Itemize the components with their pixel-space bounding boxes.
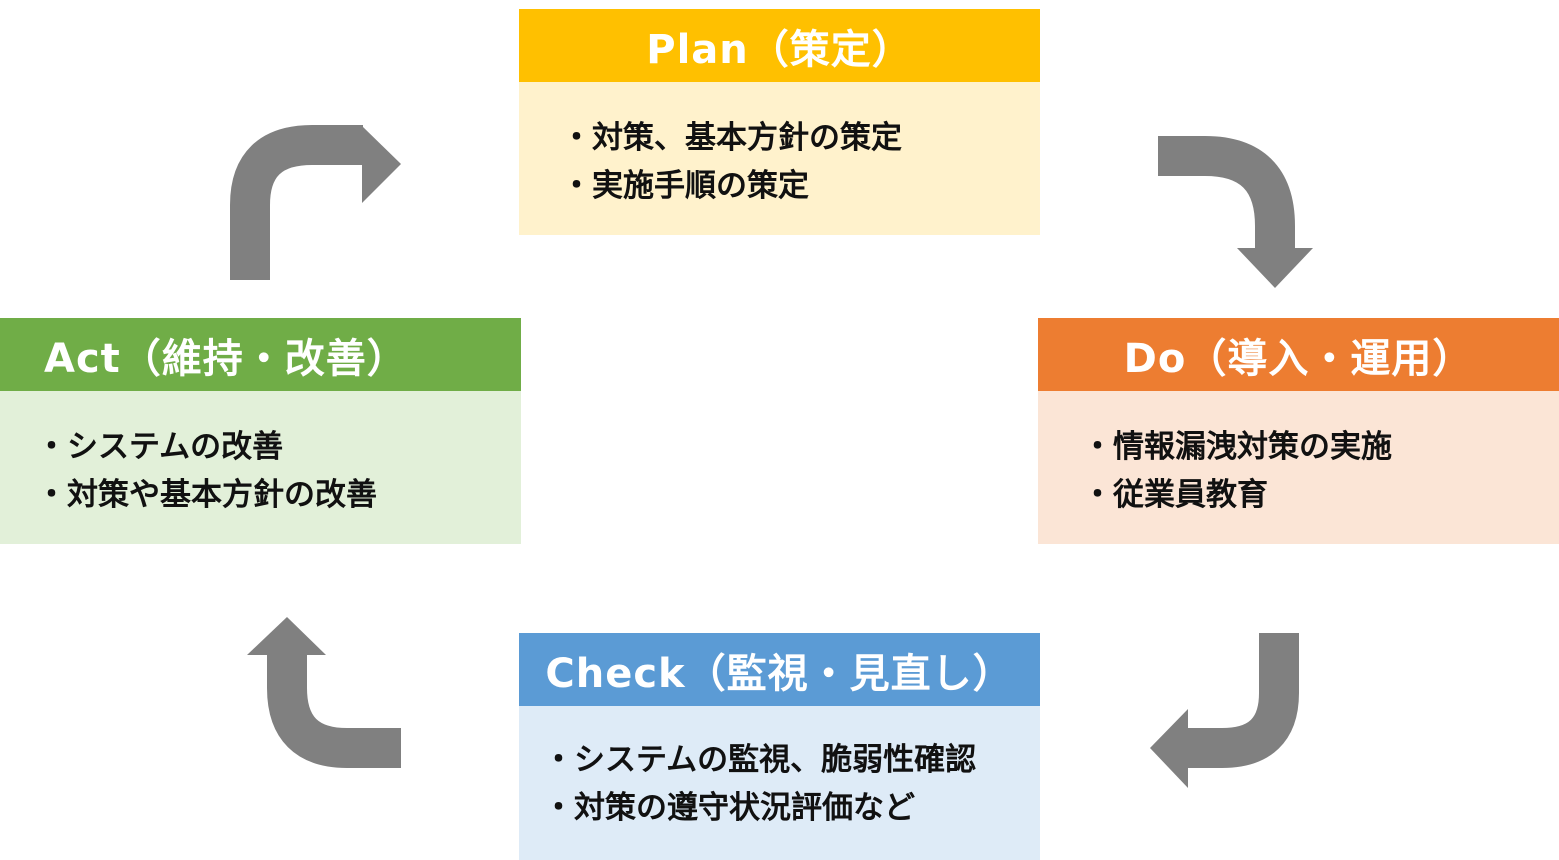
check-to-act-arrow-icon xyxy=(247,617,401,768)
do-item: 情報漏洩対策の実施 xyxy=(1082,423,1559,471)
act-title: Act（維持・改善） xyxy=(0,318,521,391)
check-body: システムの監視、脆弱性確認 対策の遵守状況評価など xyxy=(519,706,1040,860)
do-card: Do（導入・運用） 情報漏洩対策の実施 従業員教育 xyxy=(1038,318,1559,544)
do-to-check-arrow-icon xyxy=(1150,633,1299,788)
do-title: Do（導入・運用） xyxy=(1038,318,1559,391)
act-item-list: システムの改善 対策や基本方針の改善 xyxy=(36,423,521,519)
check-title: Check（監視・見直し） xyxy=(519,633,1040,706)
check-item: システムの監視、脆弱性確認 xyxy=(543,736,1040,784)
check-item-list: システムの監視、脆弱性確認 対策の遵守状況評価など xyxy=(543,736,1040,832)
check-card: Check（監視・見直し） システムの監視、脆弱性確認 対策の遵守状況評価など xyxy=(519,633,1040,860)
plan-card: Plan（策定） 対策、基本方針の策定 実施手順の策定 xyxy=(519,9,1040,235)
act-card: Act（維持・改善） システムの改善 対策や基本方針の改善 xyxy=(0,318,521,544)
plan-body: 対策、基本方針の策定 実施手順の策定 xyxy=(519,82,1040,235)
plan-item-list: 対策、基本方針の策定 実施手順の策定 xyxy=(561,114,1040,210)
do-body: 情報漏洩対策の実施 従業員教育 xyxy=(1038,391,1559,544)
do-item: 従業員教育 xyxy=(1082,471,1559,519)
plan-title: Plan（策定） xyxy=(519,9,1040,82)
check-item: 対策の遵守状況評価など xyxy=(543,784,1040,832)
act-item: 対策や基本方針の改善 xyxy=(36,471,521,519)
plan-item: 実施手順の策定 xyxy=(561,162,1040,210)
plan-to-do-arrow-icon xyxy=(1158,136,1313,288)
act-body: システムの改善 対策や基本方針の改善 xyxy=(0,391,521,544)
act-item: システムの改善 xyxy=(36,423,521,471)
do-item-list: 情報漏洩対策の実施 従業員教育 xyxy=(1082,423,1559,519)
plan-item: 対策、基本方針の策定 xyxy=(561,114,1040,162)
act-to-plan-arrow-icon xyxy=(230,125,401,280)
